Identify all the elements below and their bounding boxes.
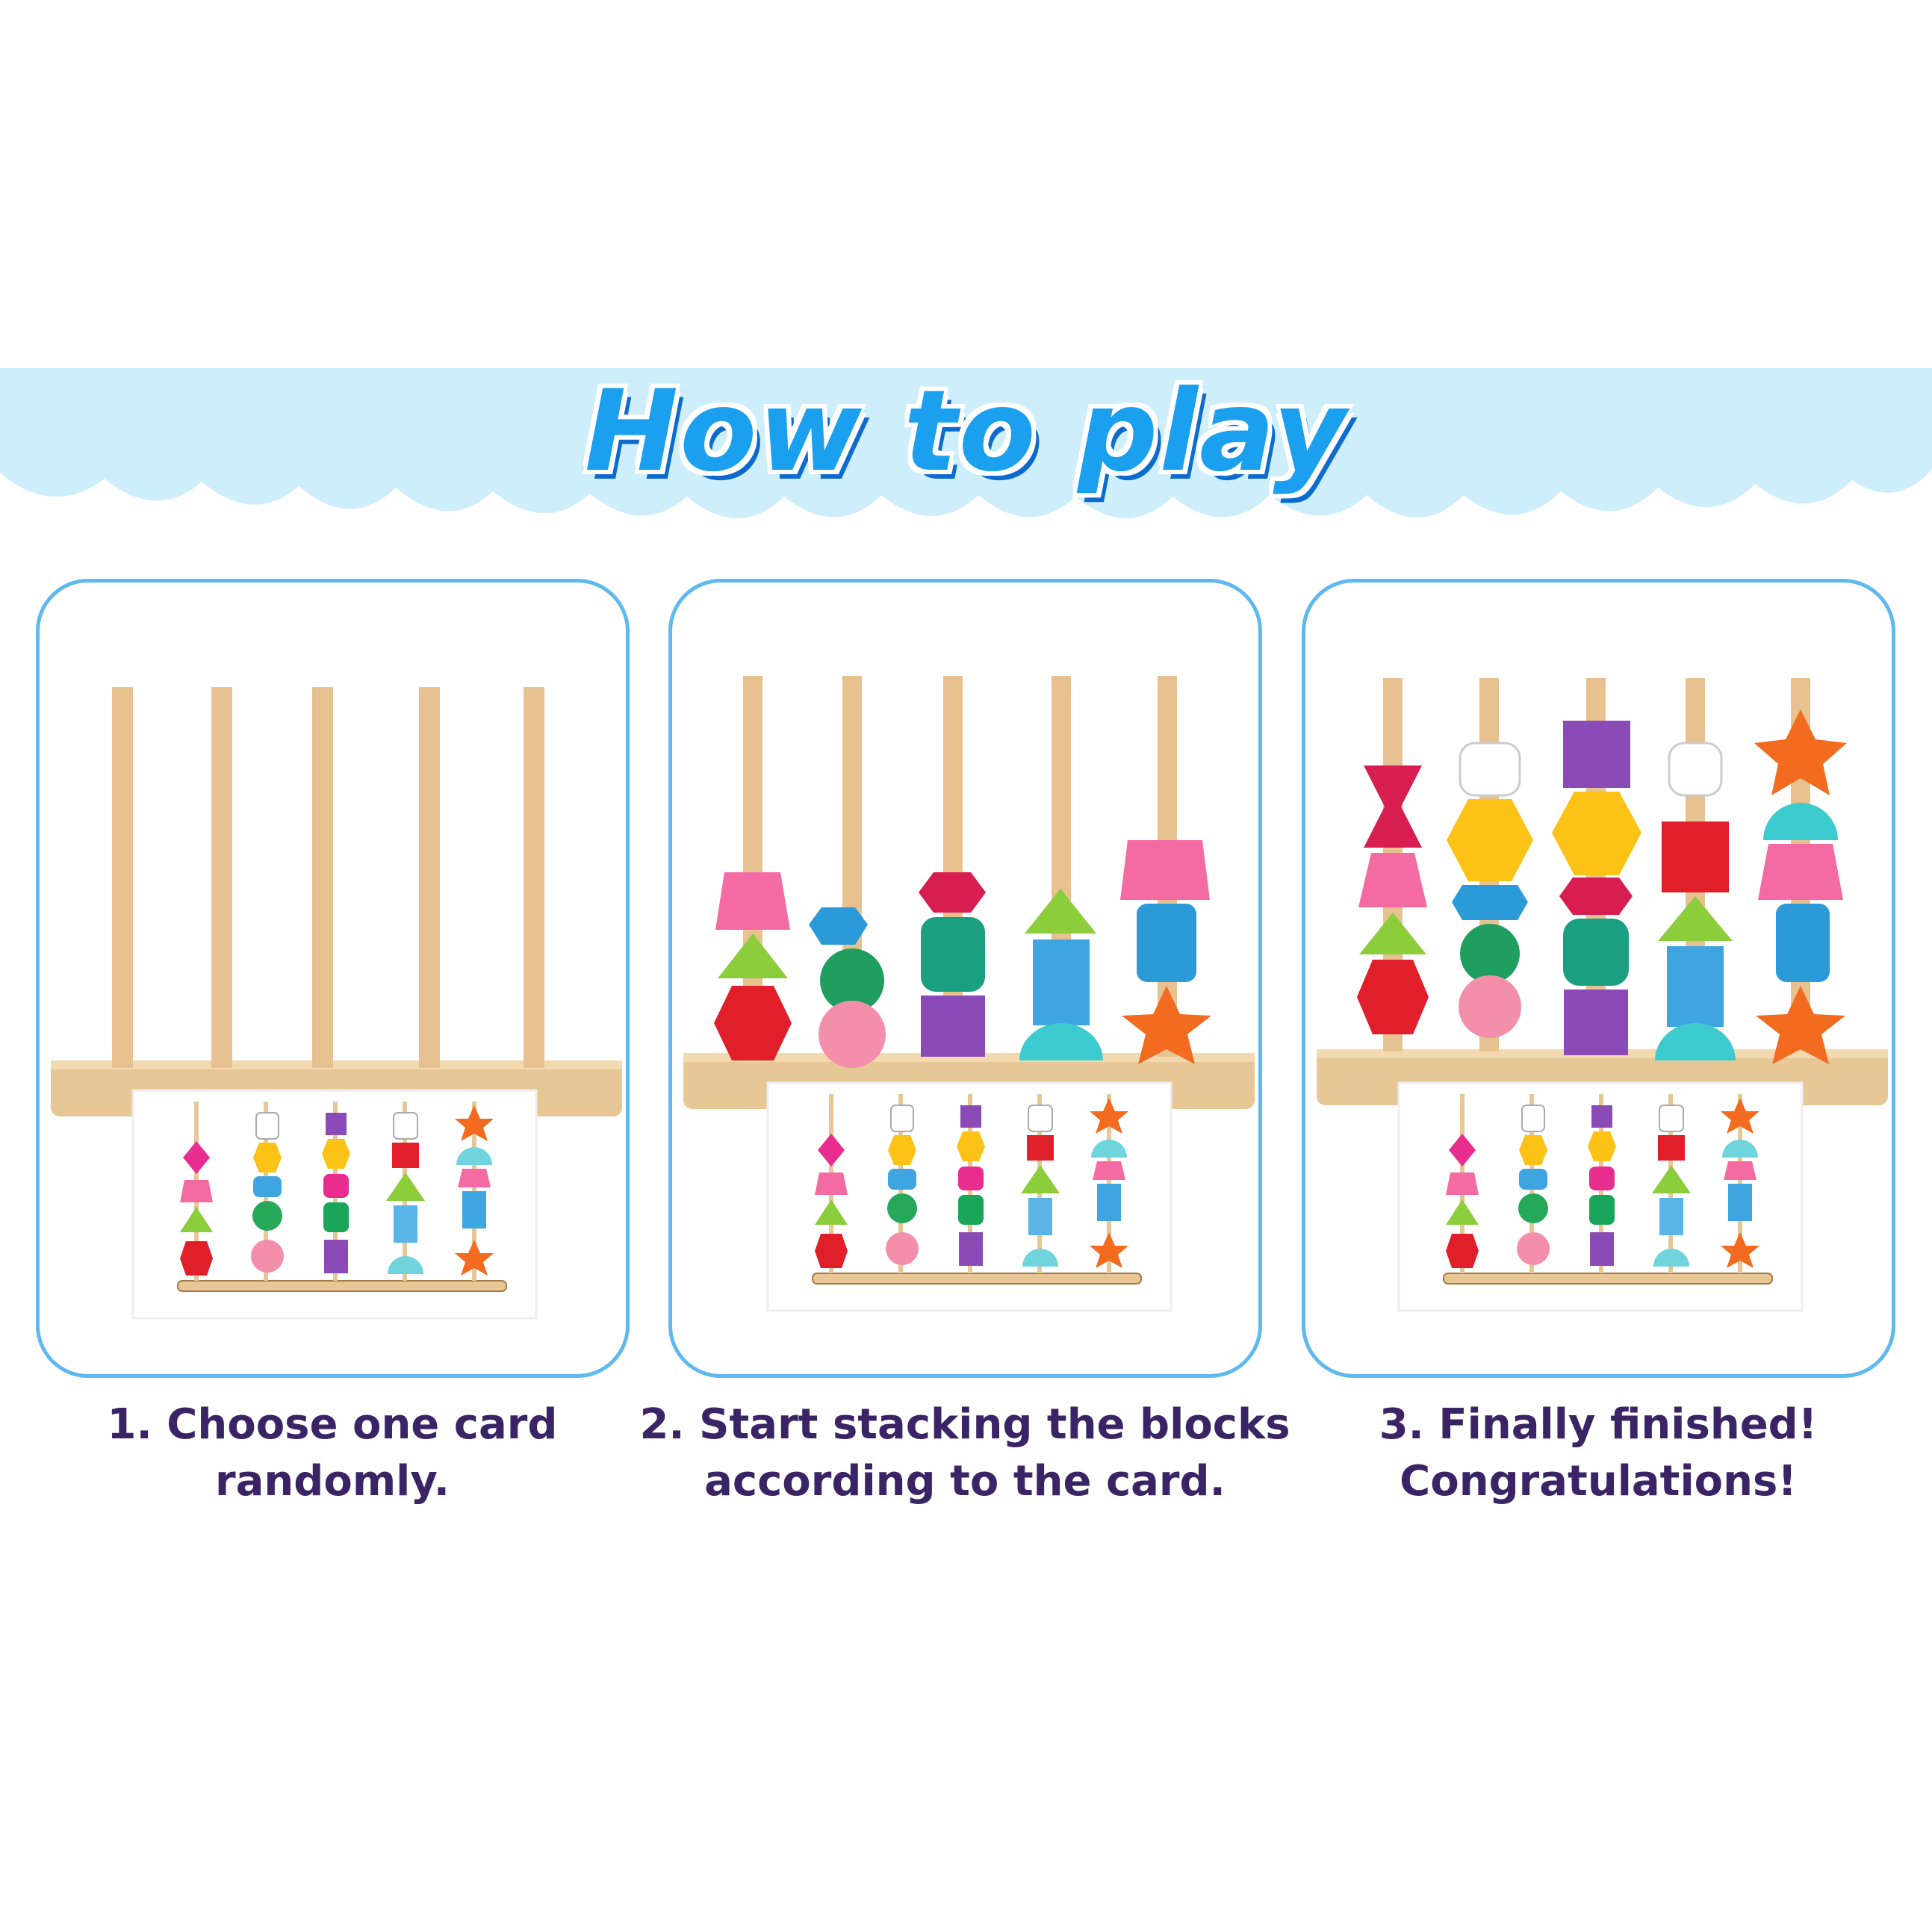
step-3-caption-line2: Congratulations! xyxy=(1400,1457,1797,1506)
cloud-shape xyxy=(0,368,1932,518)
page-title: How to play xyxy=(584,367,1348,497)
step-2-caption-line2: according to the card. xyxy=(704,1457,1226,1506)
step-1-panel xyxy=(36,579,630,1378)
step-2-illustration xyxy=(683,676,1255,1312)
step-2-panel xyxy=(668,579,1262,1378)
step-1-illustration xyxy=(51,687,622,1320)
step-2-caption: 2. Start stacking the blocks according t… xyxy=(629,1397,1301,1510)
step-1-caption-line2: randomly. xyxy=(214,1457,450,1506)
cloud-banner xyxy=(0,368,1932,547)
pattern-card xyxy=(812,1094,1142,1285)
step-3-illustration xyxy=(1317,678,1888,1312)
step-2-caption-line1: 2. Start stacking the blocks xyxy=(639,1400,1290,1449)
step-1-caption: 1. Choose one card randomly. xyxy=(0,1397,668,1510)
step-3-caption-line1: 3. Finally finished! xyxy=(1379,1400,1818,1449)
pattern-card xyxy=(177,1102,507,1292)
step-3-caption: 3. Finally finished! Congratulations! xyxy=(1262,1397,1932,1510)
step-1-caption-line1: 1. Choose one card xyxy=(107,1400,558,1449)
step-3-panel xyxy=(1302,579,1895,1378)
pattern-card xyxy=(1443,1094,1773,1285)
